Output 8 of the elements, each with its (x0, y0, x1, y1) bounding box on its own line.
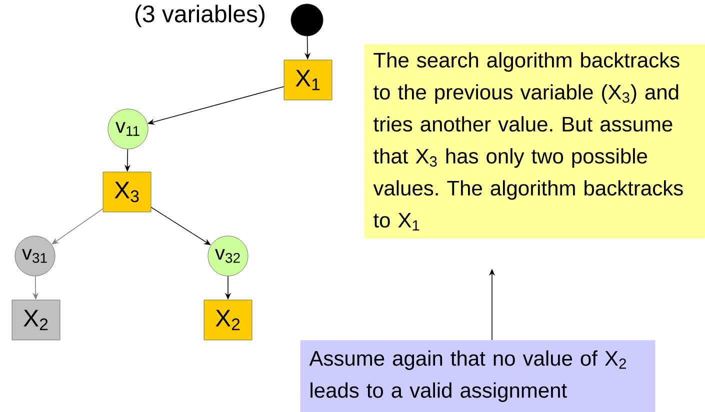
title: (3 variables) (135, 4, 264, 28)
note-box: Assume again that no value of X$_{2}$ leads to a valid assignment (300, 340, 656, 412)
start-dot (290, 4, 324, 36)
variable-box: X$_{2}$ (12, 300, 60, 340)
variable-box: X$_{3}$ (102, 172, 152, 212)
note-box: The search algorithm backtracks to the previous variable (X$_{3}$) and tries another value. But assume that X$_{3}$ has only two possible values. The algorithm backtracks to X$_{1}$ (364, 44, 705, 239)
variable-box: X$_{1}$ (284, 60, 332, 100)
variable-box: X$_{2}$ (204, 300, 252, 340)
